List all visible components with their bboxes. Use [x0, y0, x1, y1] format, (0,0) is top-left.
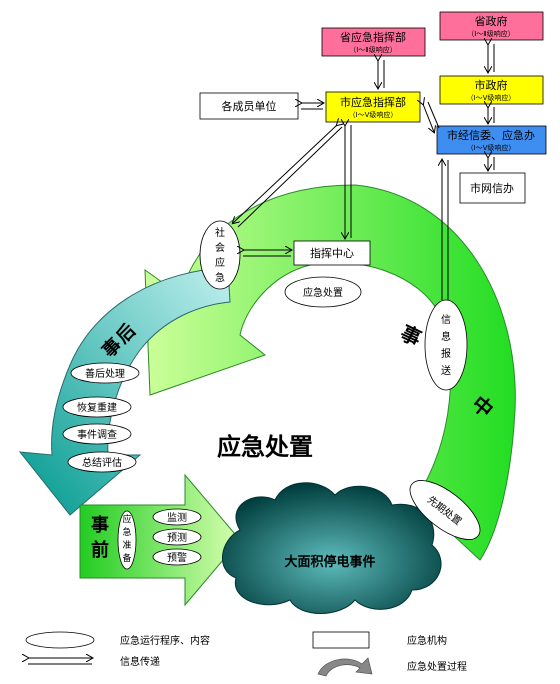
legend-process-icon — [317, 657, 373, 677]
svg-text:（Ⅰ～Ⅴ级响应）: （Ⅰ～Ⅴ级响应） — [467, 143, 516, 152]
before-phase-label-2: 前 — [91, 539, 109, 561]
during-phase-label-1: 事 — [397, 321, 425, 351]
svg-text:（Ⅰ～Ⅴ级响应）: （Ⅰ～Ⅴ级响应） — [349, 110, 398, 119]
legend-oval-icon — [25, 631, 95, 649]
svg-text:（Ⅰ～Ⅱ级响应）: （Ⅰ～Ⅱ级响应） — [467, 29, 515, 38]
prep-forecast: 预测 — [167, 531, 187, 544]
aftermath-ovals: 善后处理 恢复重建 事件调查 总结评估 — [62, 362, 140, 473]
prep-monitor: 监测 — [167, 511, 187, 524]
early-disposal-oval: 先期处置 — [409, 480, 481, 540]
svg-text:各成员单位: 各成员单位 — [222, 99, 277, 113]
svg-text:备: 备 — [122, 552, 131, 564]
city-econ-box: 市经信委、应急办 （Ⅰ～Ⅴ级响应） — [436, 125, 547, 155]
before-phase-label-1: 事 — [91, 514, 109, 536]
svg-text:送: 送 — [441, 364, 451, 377]
prov-gov-box: 省政府 （Ⅰ～Ⅱ级响应） — [439, 11, 544, 41]
svg-text:急: 急 — [215, 271, 225, 284]
aftermath-item-3: 事件调查 — [77, 428, 117, 441]
legend-double-arrow-icon — [28, 658, 92, 665]
disposal-label: 应急处置 — [303, 286, 343, 299]
legend-process-label: 应急处置过程 — [407, 660, 467, 673]
disposal-oval — [284, 276, 362, 308]
net-office-box: 市网信办 — [459, 172, 526, 204]
members-box: 各成员单位 — [199, 92, 299, 120]
aftermath-item-1: 善后处理 — [85, 367, 125, 380]
svg-text:信: 信 — [441, 314, 451, 326]
after-phase-arrow — [18, 267, 231, 516]
legend-rect-label: 应急机构 — [407, 634, 447, 647]
svg-text:省应急指挥部: 省应急指挥部 — [340, 30, 406, 44]
svg-text:市政府: 市政府 — [475, 78, 508, 92]
svg-text:省政府: 省政府 — [475, 14, 508, 28]
svg-text:市网信办: 市网信办 — [470, 181, 514, 195]
svg-text:准: 准 — [122, 540, 131, 551]
city-gov-box: 市政府 （Ⅰ～Ⅴ级响应） — [439, 75, 544, 105]
svg-text:应: 应 — [122, 513, 131, 525]
event-label: 大面积停电事件 — [284, 554, 375, 570]
svg-text:（Ⅰ～Ⅴ级响应）: （Ⅰ～Ⅴ级响应） — [467, 93, 516, 102]
prov-cmd-box: 省应急指挥部 （Ⅰ～Ⅱ级响应） — [321, 27, 426, 57]
info-report-oval: 信 息 报 送 — [424, 299, 468, 391]
svg-text:息: 息 — [441, 330, 451, 343]
legend-oval-label: 应急运行程序、内容 — [120, 634, 210, 647]
social-emergency-oval: 社 会 应 急 — [199, 220, 241, 290]
svg-text:会: 会 — [215, 241, 225, 254]
svg-text:市经信委、应急办: 市经信委、应急办 — [447, 128, 535, 142]
command-center-label: 指挥中心 — [310, 246, 354, 260]
svg-text:（Ⅰ～Ⅱ级响应）: （Ⅰ～Ⅱ级响应） — [349, 45, 397, 54]
svg-text:市应急指挥部: 市应急指挥部 — [340, 95, 406, 109]
aftermath-item-2: 恢复重建 — [77, 401, 117, 414]
city-cmd-box: 市应急指挥部 （Ⅰ～Ⅴ级响应） — [325, 91, 421, 123]
svg-text:急: 急 — [122, 526, 131, 538]
aftermath-item-4: 总结评估 — [82, 456, 122, 469]
prep-warning: 预警 — [167, 551, 187, 564]
command-center-box — [293, 240, 371, 266]
legend-arrow-label: 信息传递 — [120, 655, 160, 668]
connectors — [233, 44, 495, 300]
svg-text:社: 社 — [215, 226, 225, 239]
event-cloud — [221, 482, 442, 614]
page-title: 应急处置 — [217, 433, 313, 461]
svg-text:报: 报 — [441, 347, 451, 360]
legend: 应急运行程序、内容 应急机构 信息传递 应急处置过程 — [25, 631, 467, 677]
legend-rect-icon — [312, 631, 370, 649]
svg-text:应: 应 — [215, 256, 225, 269]
preparation-group: 应 急 准 备 监测 预测 预警 — [117, 508, 202, 570]
